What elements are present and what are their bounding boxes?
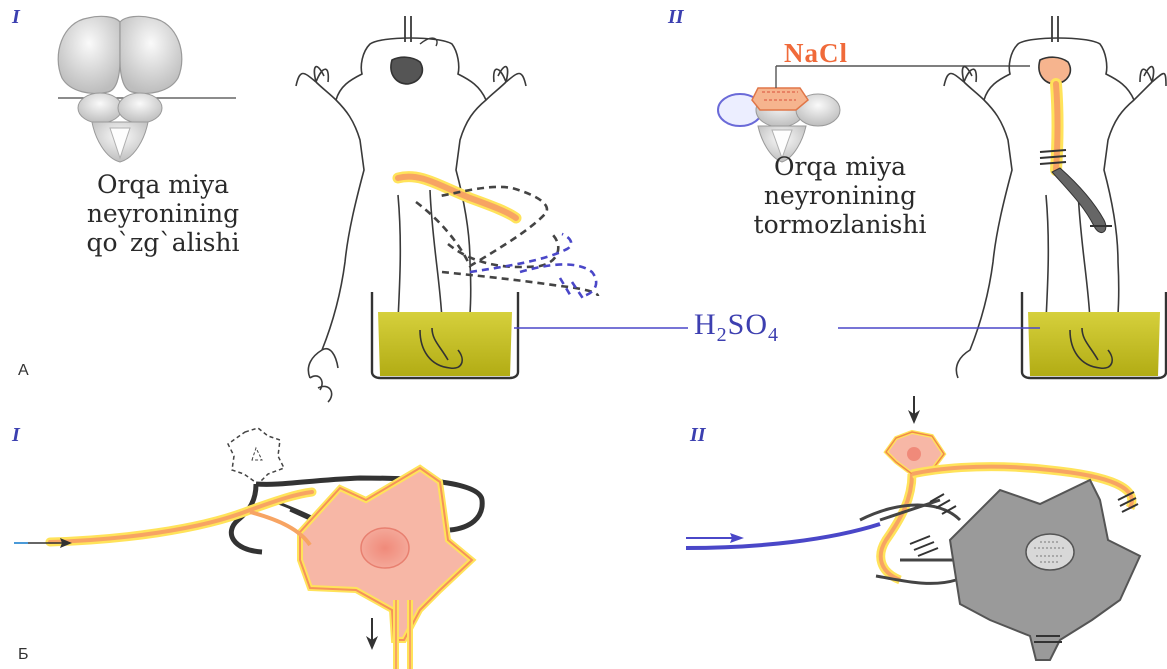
excited-neuron-diagram: [50, 428, 482, 669]
caption-excitation-line-1: Orqa miya: [36, 170, 290, 199]
acid-label-sub-2: 2: [717, 324, 728, 346]
caption-excitation: Orqa miya neyronining qo`zg`alishi: [36, 170, 290, 257]
brain-diagram-left: [58, 16, 236, 162]
inhibited-neuron-diagram: [860, 432, 1140, 660]
acid-label: H2SO4: [694, 308, 779, 347]
arrow-top-right: [908, 396, 920, 424]
leg-motion-dashes: [416, 187, 598, 300]
nacl-label: NaCl: [784, 38, 848, 69]
acid-label-sub-4: 4: [768, 324, 779, 346]
acid-beaker-right: [1022, 292, 1166, 378]
acid-label-h: H: [694, 308, 717, 341]
caption-excitation-line-3: qo`zg`alishi: [36, 228, 290, 257]
acid-beaker-left: [372, 292, 518, 378]
inhibition-path-right: [1040, 84, 1112, 233]
excitation-path-left: [398, 177, 516, 218]
caption-inhibition-line-3: tormozlanishi: [704, 210, 976, 239]
caption-inhibition-line-1: Orqa miya: [704, 152, 976, 181]
acid-label-so: SO: [728, 308, 768, 341]
caption-excitation-line-2: neyronining: [36, 199, 290, 228]
caption-inhibition: Orqa miya neyronining tormozlanishi: [704, 152, 976, 239]
brain-diagram-right: [718, 66, 1030, 162]
roman-label-top-left: I: [12, 6, 20, 29]
roman-label-bottom-left: I: [12, 424, 20, 447]
arrow-input-right: [686, 524, 880, 548]
roman-label-bottom-right: II: [690, 424, 706, 447]
panel-letter-b: Б: [18, 646, 29, 664]
roman-label-top-right: II: [668, 6, 684, 29]
arrow-input-left: [14, 538, 72, 548]
panel-letter-a: A: [18, 362, 29, 380]
arrow-output-left: [366, 618, 378, 650]
caption-inhibition-line-2: neyronining: [704, 181, 976, 210]
